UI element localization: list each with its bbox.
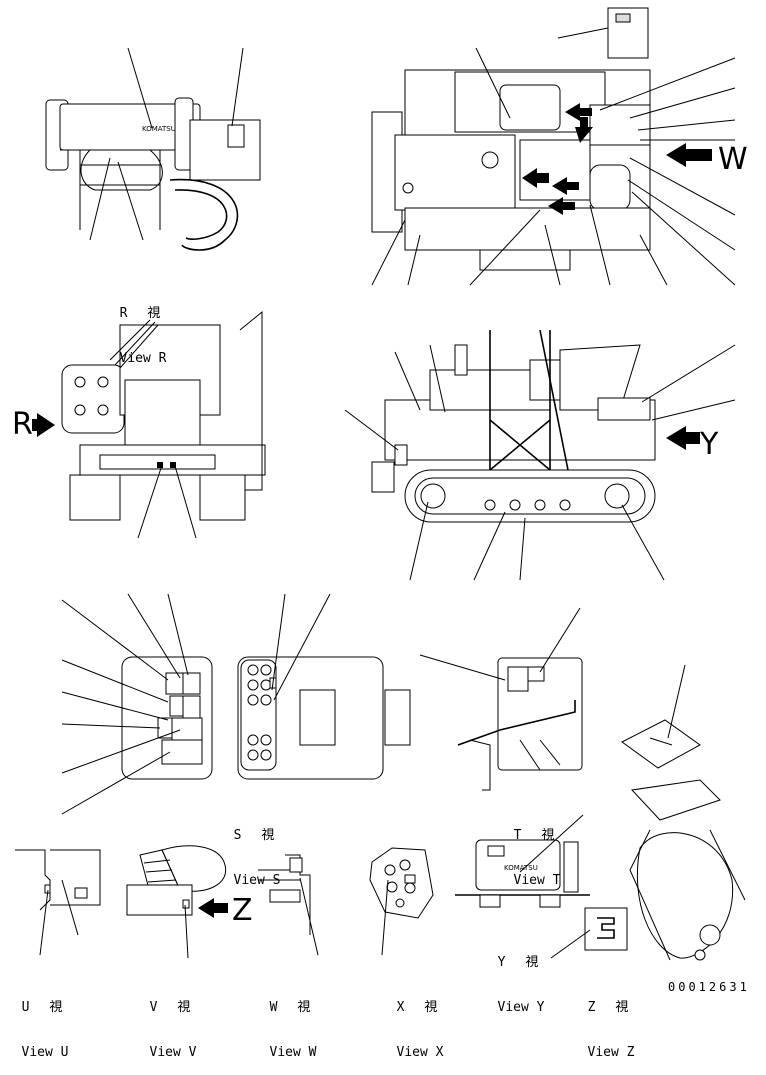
view-z-drawing (550, 907, 628, 959)
caption-view-w-jp: W 視 (269, 1000, 317, 1015)
view-v-drawing (126, 845, 228, 959)
caption-view-t-jp: T 視 (513, 828, 561, 843)
machine-side-view (344, 329, 736, 581)
caption-view-z: Z 視 View Z (576, 970, 646, 1075)
arrow-label-z: Z (232, 893, 253, 928)
caption-view-x-jp: X 視 (396, 1000, 444, 1015)
caption-view-z-jp: Z 視 (587, 1000, 635, 1015)
decal-komatsu-r: KOMATSU (142, 125, 176, 133)
caption-view-v: V 視 View V (138, 970, 208, 1075)
caption-view-t-en: View T (513, 873, 561, 888)
caption-view-w-en: View W (269, 1045, 317, 1060)
caption-view-y: Y 視 View Y (486, 925, 556, 1030)
view-z-insert (621, 664, 746, 961)
caption-view-u-jp: U 視 (21, 1000, 69, 1015)
caption-view-z-en: View Z (587, 1045, 635, 1060)
arrow-label-r: R (12, 407, 33, 442)
caption-view-s-jp: S 視 (233, 828, 281, 843)
arrow-label-y: Y (700, 427, 719, 462)
machine-top-view (371, 7, 736, 286)
caption-view-w: W 視 View W (258, 970, 328, 1075)
caption-view-x-en: View X (396, 1045, 444, 1060)
view-w-drawing (258, 854, 319, 956)
caption-view-u-en: View U (21, 1045, 69, 1060)
arrow-label-w: W (718, 142, 748, 177)
caption-view-r-en: View R (119, 351, 167, 366)
view-s-drawing (61, 593, 411, 815)
caption-view-y-jp: Y 視 (497, 955, 545, 970)
machine-rear-view (32, 310, 266, 539)
decal-komatsu-y: KOMATSU (504, 864, 538, 872)
caption-view-r: R 視 View R (108, 276, 178, 381)
view-u-drawing (15, 849, 101, 956)
caption-view-y-en: View Y (497, 1000, 545, 1015)
caption-view-r-jp: R 視 (119, 306, 167, 321)
caption-view-v-jp: V 視 (149, 1000, 197, 1015)
view-y-drawing: KOMATSU (455, 814, 590, 908)
diagram-canvas: KOMATSU (15, 7, 746, 961)
drawing-number: 00012631 (668, 980, 750, 994)
view-r-drawing: KOMATSU (45, 47, 261, 251)
view-x-drawing (369, 847, 434, 956)
caption-view-s: S 視 View S (222, 798, 292, 903)
caption-view-v-en: View V (149, 1045, 197, 1060)
caption-view-s-en: View S (233, 873, 281, 888)
caption-view-u: U 視 View U (10, 970, 80, 1075)
caption-view-x: X 視 View X (385, 970, 455, 1075)
view-t-drawing (419, 607, 583, 791)
parts-diagram-sheet: KOMATSU (12, 7, 750, 1060)
caption-view-t: T 視 View T (502, 798, 572, 903)
